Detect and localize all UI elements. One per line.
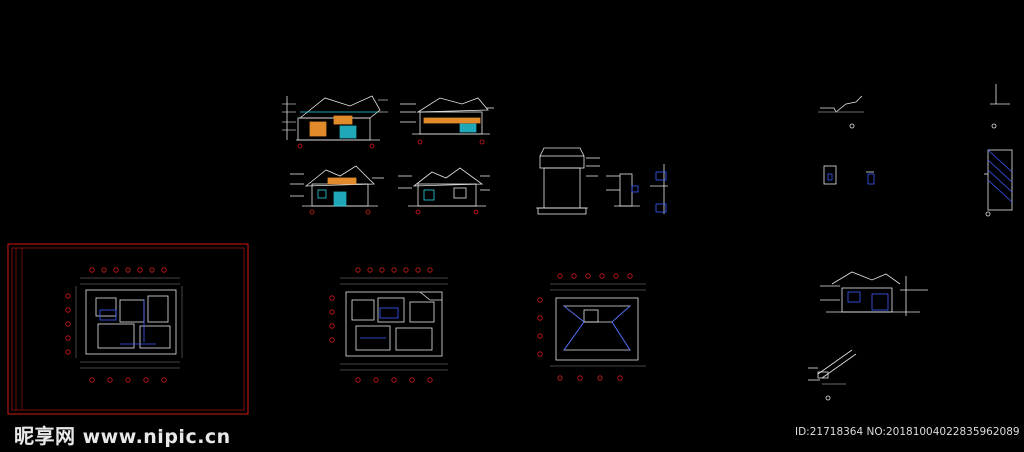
wall-detail[interactable] [984,84,1013,217]
roof-plan[interactable] [537,273,646,381]
upper-floor-plan[interactable] [329,267,448,383]
elevation-front[interactable] [282,95,388,149]
elevation-left[interactable] [398,167,490,215]
section[interactable] [820,271,928,316]
watermark-site: www.nipic.cn [82,426,231,448]
node-detail-b[interactable] [650,164,668,214]
eave-detail[interactable] [808,349,857,401]
ground-floor-plan-framed[interactable] [7,243,249,415]
elevation-side[interactable] [400,97,494,145]
image-id-label: ID:21718364 NO:20181004022835962089 [795,426,1020,438]
elevation-rear[interactable] [290,165,384,215]
watermark-brand: 昵享网 [14,424,76,448]
watermark: 昵享网 www.nipic.cn [14,420,231,449]
node-detail-a[interactable] [606,173,640,207]
stair-detail[interactable] [818,95,875,185]
column-detail[interactable] [536,147,600,215]
